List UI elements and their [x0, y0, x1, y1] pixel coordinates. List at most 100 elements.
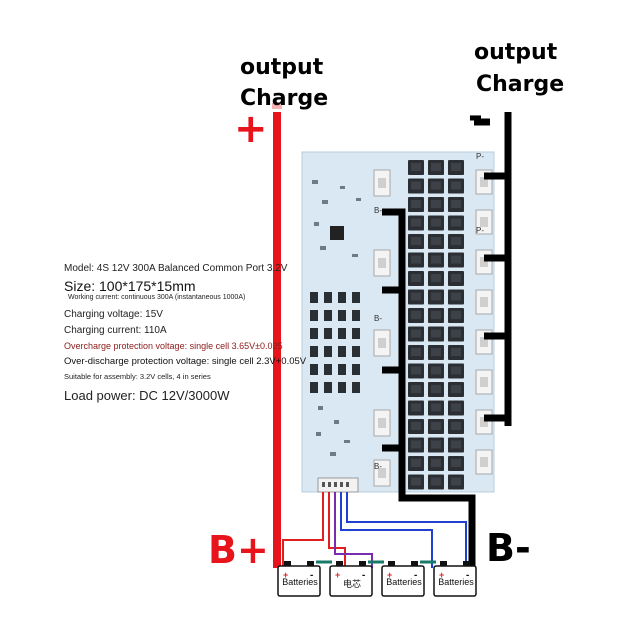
mosfet-array [408, 160, 464, 490]
mosfet-die [451, 329, 461, 338]
transistor [324, 382, 332, 393]
mosfet-die [451, 163, 461, 171]
mosfet-die [411, 200, 421, 208]
transistor [338, 346, 346, 357]
transistor [310, 364, 318, 375]
battery-cell [329, 565, 373, 597]
left-output-label: output [240, 55, 324, 80]
pad-hole [480, 297, 488, 307]
mosfet-die [451, 422, 461, 430]
battery-plus-mark: + [387, 570, 392, 580]
mosfet-die [431, 200, 441, 208]
spec-charging-voltage: Charging voltage: 15V [64, 309, 163, 320]
pad-hole [378, 468, 386, 478]
mosfet-die [451, 274, 461, 282]
battery-label-3: Batteries [386, 577, 422, 587]
transistor [310, 310, 318, 321]
pads-left [373, 169, 391, 487]
bms-board [301, 151, 495, 493]
battery-plus-mark: + [283, 570, 288, 580]
b-minus-bus [382, 208, 476, 570]
transistor [338, 292, 346, 303]
pad-hole [378, 258, 386, 268]
transistor [324, 292, 332, 303]
battery-plus-mark: + [439, 570, 444, 580]
transistor [352, 328, 360, 339]
mosfet-die [431, 477, 441, 486]
transistor [310, 346, 318, 357]
mosfet-die [411, 366, 421, 375]
battery-pack: +-+-+-+- [277, 561, 477, 597]
balance-connector [317, 477, 359, 493]
mosfet-die [411, 311, 421, 319]
right-output-label: output [474, 40, 558, 65]
mosfet-die [431, 218, 441, 227]
spec-size: Size: 100*175*15mm [64, 278, 196, 294]
mosfet-die [451, 200, 461, 208]
battery-minus-mark: - [310, 570, 313, 581]
mosfet-die [411, 181, 421, 190]
board-small-components [312, 180, 361, 456]
battery-minus-mark: - [466, 570, 469, 581]
battery-terminal-positive [284, 561, 291, 566]
mosfet-die [451, 292, 461, 301]
pad-label-b2: B- [374, 314, 382, 323]
battery-terminal-positive [440, 561, 447, 566]
pad-hole [480, 457, 488, 467]
mosfet-die [411, 348, 421, 356]
mosfet-die [411, 329, 421, 338]
mosfet-die [431, 255, 441, 264]
battery-cell [433, 565, 477, 597]
pad-label-b1: B- [374, 206, 382, 215]
spec-assembly: Suitable for assembly: 3.2V cells, 4 in … [64, 372, 211, 381]
pad-label-b3: B- [374, 462, 382, 471]
mosfet-die [411, 422, 421, 430]
mosfet-die [431, 403, 441, 412]
mosfet-die [431, 181, 441, 190]
spec-overcharge: Overcharge protection voltage: single ce… [64, 341, 283, 351]
spec-working-current: Working current: continuous 300A (instan… [68, 294, 246, 301]
battery-plus-mark: + [335, 570, 340, 580]
mosfet-die [411, 477, 421, 486]
transistor [352, 382, 360, 393]
mosfet-die [451, 366, 461, 375]
pad-hole [480, 417, 488, 427]
battery-terminal-negative [359, 561, 366, 566]
mosfet-die [451, 459, 461, 467]
battery-terminal-positive [388, 561, 395, 566]
transistor [310, 382, 318, 393]
mosfet-die [451, 477, 461, 486]
transistor [310, 328, 318, 339]
mosfet-die [431, 459, 441, 467]
mosfet-die [431, 311, 441, 319]
mosfet-grid-left [310, 292, 360, 393]
mosfet-die [451, 311, 461, 319]
mosfet-die [431, 422, 441, 430]
mosfet-die [411, 440, 421, 449]
pad-hole [480, 177, 488, 187]
spec-overdischarge: Over-discharge protection voltage: singl… [64, 356, 307, 367]
mosfet-die [411, 385, 421, 393]
battery-terminal-negative [307, 561, 314, 566]
spec-load-power: Load power: DC 12V/3000W [64, 388, 230, 403]
battery-minus-mark: - [362, 570, 365, 581]
mosfet-die [431, 163, 441, 171]
mosfet-die [431, 385, 441, 393]
mosfet-die [431, 366, 441, 375]
p-minus-bus [474, 112, 512, 426]
transistor [352, 292, 360, 303]
spec-charging-current: Charging current: 110A [64, 325, 167, 336]
mosfet-die [411, 403, 421, 412]
transistor [324, 328, 332, 339]
mosfet-die [411, 163, 421, 171]
transistor [338, 310, 346, 321]
mosfet-die [451, 440, 461, 449]
plus-sign: + [234, 106, 268, 152]
transistor [352, 310, 360, 321]
ic-chip [330, 226, 344, 240]
transistor [324, 346, 332, 357]
mosfet-die [451, 237, 461, 245]
mosfet-die [431, 440, 441, 449]
left-charge-label: Charge [240, 86, 329, 111]
mosfet-die [411, 459, 421, 467]
